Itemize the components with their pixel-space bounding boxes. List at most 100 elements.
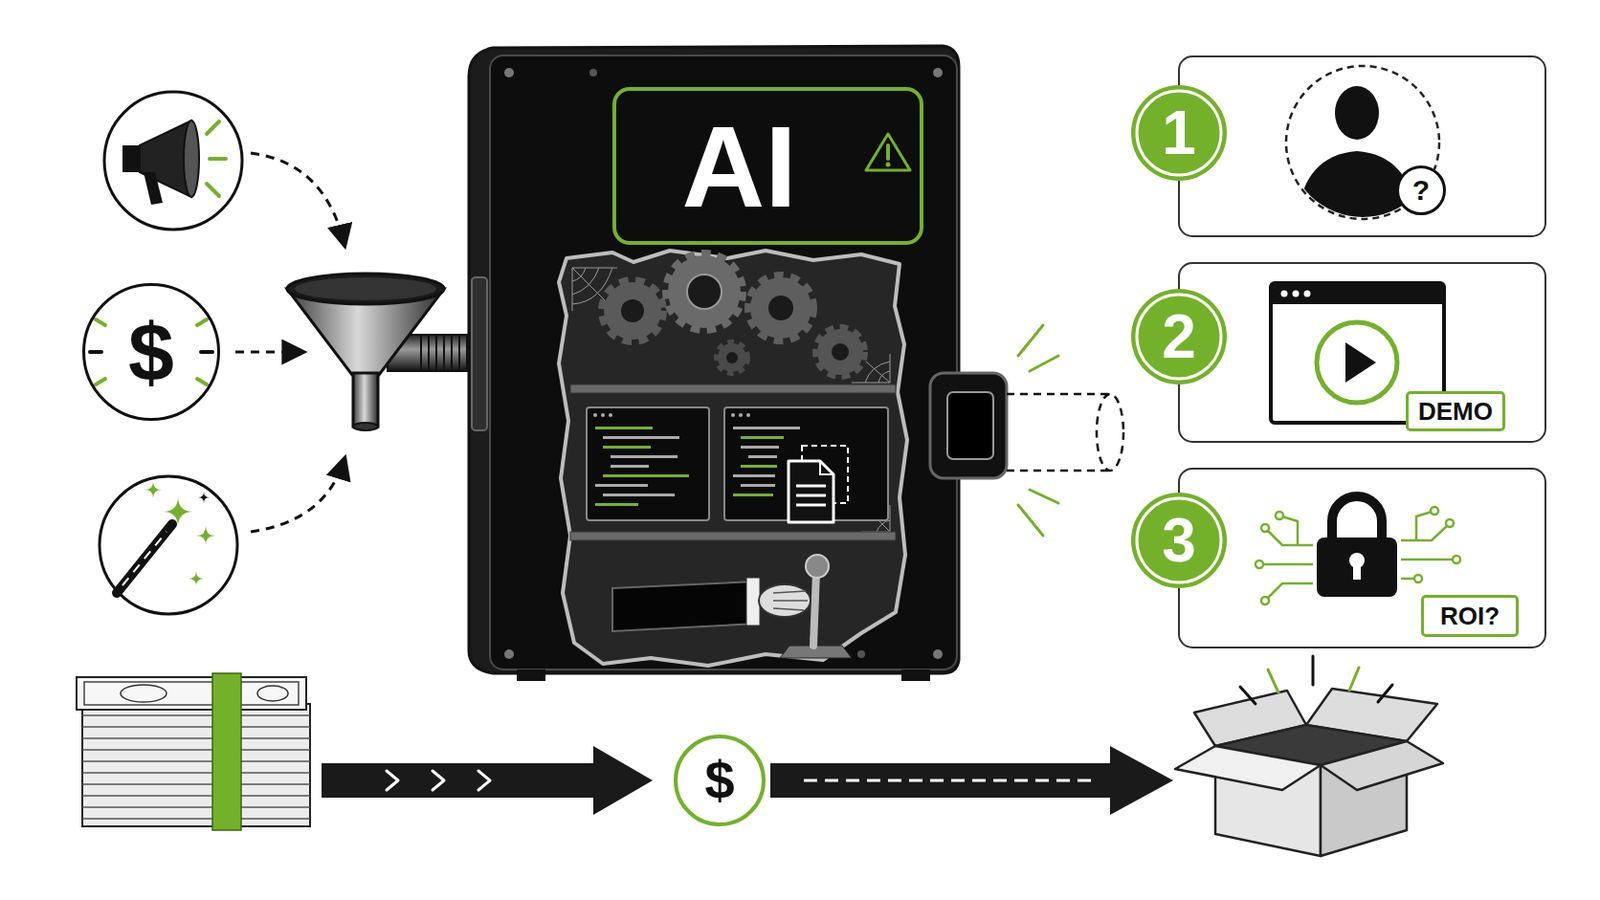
ai-machine (489, 55, 957, 670)
step-panel (1178, 263, 1546, 443)
cash-stack (82, 704, 311, 827)
locked-roi-icon (1263, 511, 1453, 599)
demo-video-window (1316, 322, 1398, 403)
empty-box (1377, 685, 1393, 703)
dollar-rays (200, 350, 213, 355)
funnel (294, 277, 437, 301)
warning-triangle (886, 145, 890, 159)
locked-roi-icon (1267, 583, 1313, 599)
locked-roi-icon (1255, 496, 1461, 605)
megaphone-icon (143, 172, 163, 205)
magic-wand-icon (198, 491, 210, 504)
locked-roi-icon (1282, 516, 1298, 546)
output-port (1018, 505, 1044, 536)
empty-box (1311, 656, 1315, 686)
shelf (570, 384, 896, 541)
cash-stack (76, 677, 307, 711)
output-port (1096, 394, 1124, 471)
code-screen (595, 426, 653, 430)
locked-roi-icon (1261, 597, 1269, 605)
empty-box (1175, 656, 1444, 857)
locked-roi-icon (1430, 507, 1439, 515)
code-screen (733, 474, 776, 478)
locked-roi-icon (1414, 575, 1423, 583)
step-panel (1178, 56, 1546, 237)
dollar-rays (95, 319, 106, 326)
funnel (287, 273, 512, 431)
code-screen (602, 493, 675, 497)
empty-box (1240, 656, 1393, 705)
copied-document-icon (788, 445, 848, 523)
dollar-rays (89, 350, 102, 355)
step-number-circle: 1 (1131, 85, 1227, 181)
ai-machine (516, 669, 546, 682)
ai-machine (933, 67, 943, 78)
code-screen (602, 436, 680, 440)
ai-label-panel: AI (612, 87, 924, 245)
funnel (353, 373, 378, 427)
funnel (287, 273, 445, 305)
dollar-sign: $ (704, 754, 734, 808)
dollar-flow-circle: $ (673, 734, 766, 827)
node-outline (675, 736, 764, 825)
money-flow-arrow (386, 771, 490, 791)
unknown-person-icon (1286, 66, 1440, 221)
gears (717, 343, 747, 373)
ai-machine (901, 669, 931, 682)
output-port (1029, 355, 1059, 372)
megaphone-icon (104, 91, 243, 230)
gears (603, 255, 864, 376)
dollar-rays (197, 319, 207, 326)
demo-video-window (1292, 290, 1300, 298)
code-screen (740, 445, 779, 449)
copied-document-icon (796, 485, 826, 489)
locked-roi-icon (1445, 519, 1454, 528)
step-panel (1178, 56, 1546, 648)
node-outline (1131, 288, 1227, 385)
machine-title: AI (682, 109, 798, 224)
step-number-circle: 2 (1131, 288, 1227, 385)
magic-wand-icon (99, 476, 238, 615)
node-outline (1131, 85, 1227, 181)
ai-machine (468, 45, 959, 674)
locked-roi-icon (1353, 562, 1361, 580)
gears (768, 295, 794, 321)
cash-stack (76, 673, 311, 831)
locked-roi-icon (1452, 555, 1461, 564)
gears (603, 282, 662, 340)
code-screen (602, 445, 651, 449)
ai-machine (933, 649, 943, 660)
megaphone-icon (122, 145, 140, 173)
hidden-operator-hand (773, 591, 808, 611)
code-screen (731, 413, 735, 418)
dollar-rays (95, 378, 106, 385)
hidden-operator-hand (805, 555, 829, 578)
output-port (930, 373, 1007, 479)
code-screen (740, 436, 784, 440)
tag-label: DEMO (1418, 399, 1493, 424)
cutaway-interior (558, 250, 908, 667)
dollar-icon-circle: $ (82, 283, 221, 422)
magic-wand-icon (162, 496, 194, 528)
output-port (1018, 325, 1044, 356)
gears (831, 343, 849, 361)
shelf (570, 384, 896, 394)
cash-stack (120, 685, 167, 703)
magic-wand-icon (144, 481, 162, 499)
code-screen (600, 413, 605, 418)
code-screen (740, 484, 776, 488)
hidden-operator-hand (758, 584, 811, 618)
warning-triangle (866, 133, 911, 171)
input-arrow (250, 153, 345, 245)
step-number-circle: 3 (1131, 492, 1227, 589)
cash-stack (257, 686, 289, 702)
code-screen (748, 455, 778, 459)
step-number: 3 (1161, 510, 1197, 572)
code-screen (595, 503, 639, 507)
warning-triangle (886, 162, 891, 168)
magic-wand-icon (99, 476, 238, 615)
empty-box (1267, 669, 1279, 693)
copied-document-icon (796, 504, 826, 508)
megaphone-icon (104, 91, 243, 230)
